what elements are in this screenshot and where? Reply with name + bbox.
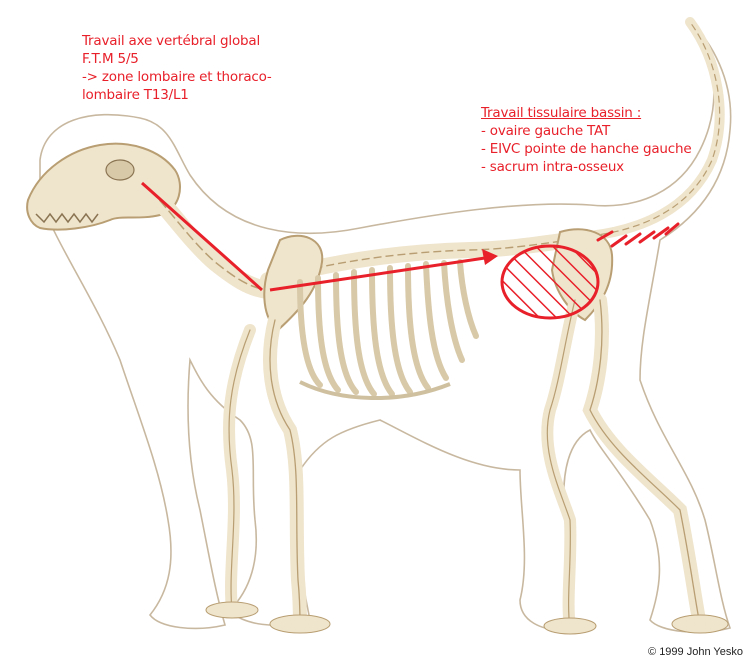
pelvis-annotation-item-3: - sacrum intra-osseux [481,158,691,176]
spine-work-annotation: Travail axe vertébral global F.T.M 5/5 -… [82,32,272,104]
pelvis-hatched-zone [502,246,598,318]
spine-annotation-line-4: lombaire T13/L1 [82,86,272,104]
pelvis-annotation-heading: Travail tissulaire bassin : [481,104,691,122]
front-paw-near [270,615,330,633]
cervical-line [142,183,262,290]
hind-paw-near [672,615,728,633]
pelvis-annotation-item-1: - ovaire gauche TAT [481,122,691,140]
pelvis-annotation-item-2: - EIVC pointe de hanche gauche [481,140,691,158]
front-paw-far [206,602,258,618]
hind-paw-far [544,618,596,634]
spine-annotation-line-1: Travail axe vertébral global [82,32,272,50]
eye-orbit [106,160,134,180]
front-legs [229,320,300,625]
copyright-credit: © 1999 John Yesko [648,646,743,658]
pelvis-work-annotation: Travail tissulaire bassin : - ovaire gau… [481,104,691,176]
spine-annotation-line-2: F.T.M 5/5 [82,50,272,68]
hind-legs [547,300,700,628]
spine-annotation-line-3: -> zone lombaire et thoraco- [82,68,272,86]
